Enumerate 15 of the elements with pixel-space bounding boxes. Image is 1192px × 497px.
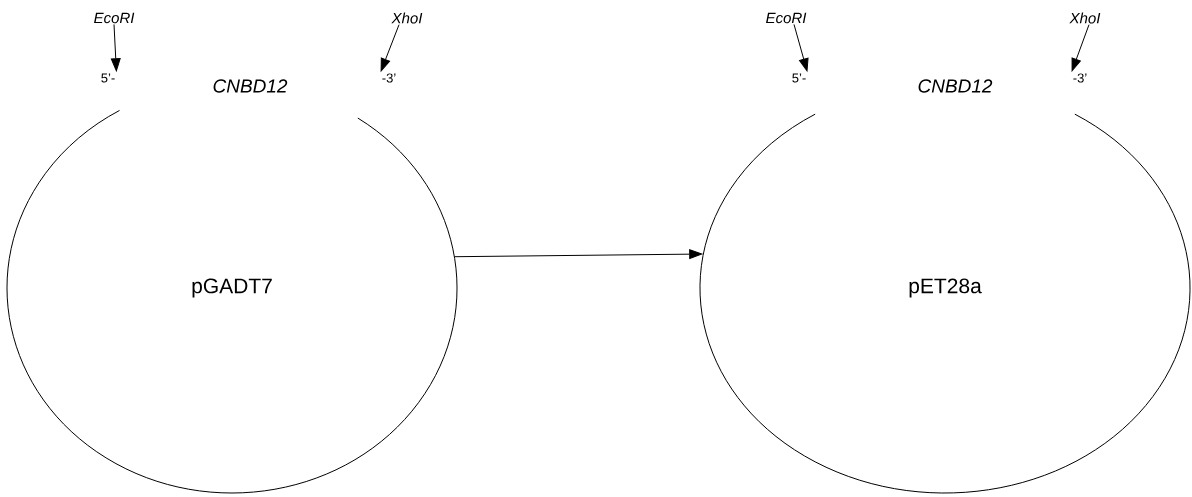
restriction-site-label: EcoRI xyxy=(94,12,135,24)
leader-arrow xyxy=(793,23,809,72)
end-label: 5’- xyxy=(101,73,115,83)
end-label: -3’ xyxy=(382,73,396,83)
arrow xyxy=(454,249,703,260)
leader-arrow xyxy=(380,24,400,72)
end-label: 5’- xyxy=(792,73,806,83)
leader-arrow xyxy=(1071,24,1090,72)
end-label: -3’ xyxy=(1073,73,1087,83)
leader-arrow xyxy=(110,23,121,72)
restriction-site-label: XhoI xyxy=(391,12,423,24)
gene-label: CNBD12 xyxy=(213,79,288,93)
gene-label: CNBD12 xyxy=(918,79,993,93)
restriction-site-label: XhoI xyxy=(1069,12,1101,24)
restriction-site-label: EcoRI xyxy=(766,12,807,24)
